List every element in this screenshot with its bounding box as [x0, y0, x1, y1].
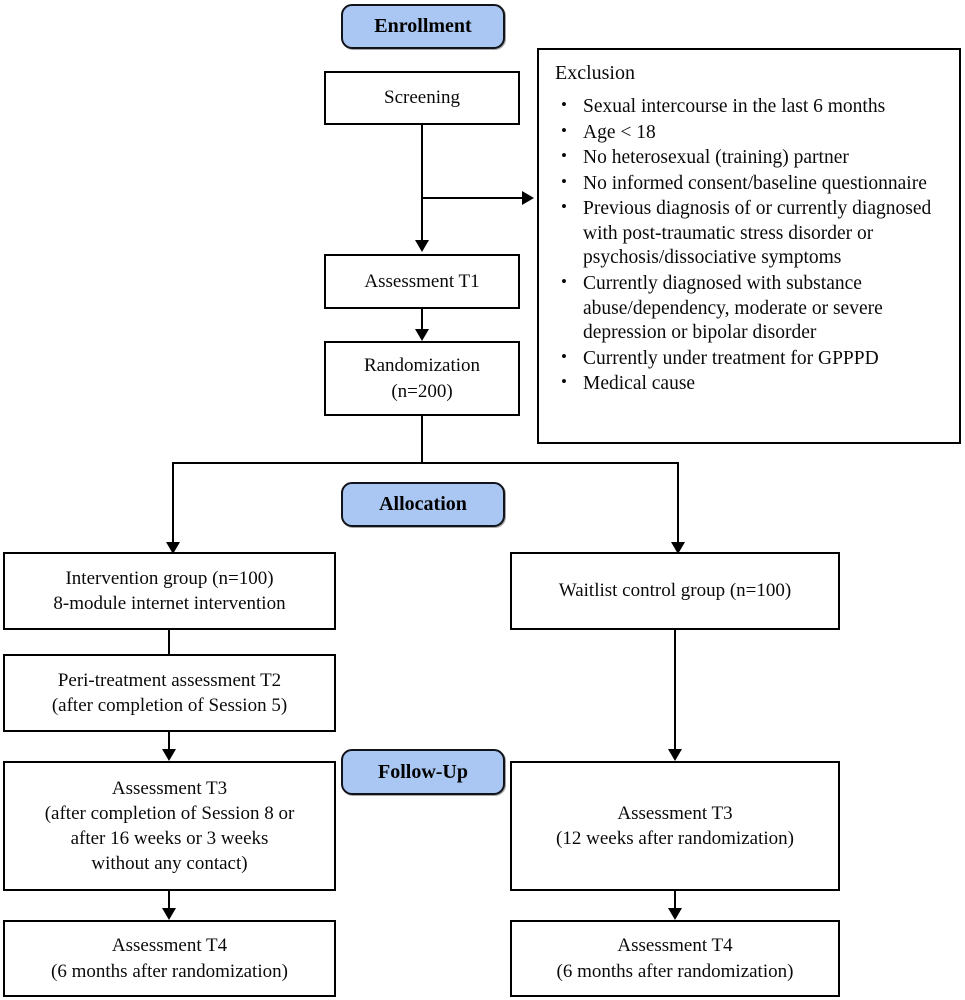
exclusion-item: Medical cause [555, 371, 945, 397]
connector-split-right-arrowhead [671, 542, 685, 554]
connector-int-t3-to-t4 [168, 891, 170, 910]
exclusion-item: No informed consent/baseline questionnai… [555, 171, 945, 197]
connector-ctrl-t3-to-t4 [674, 891, 676, 910]
node-randomization-count: (n=200) [391, 380, 453, 402]
stage-badge-enrollment-label: Enrollment [374, 15, 472, 37]
connector-split-left-arrowhead [166, 542, 180, 554]
exclusion-item: No heterosexual (training) partner [555, 145, 945, 171]
node-intervention-assessment-t4-label: Assessment T4 [111, 935, 228, 957]
connector-t1-to-randomization [421, 309, 423, 331]
node-assessment-t1: Assessment T1 [324, 254, 520, 309]
node-control-assessment-t4-label: Assessment T4 [617, 935, 733, 957]
node-control-assessment-t4: Assessment T4 (6 months after randomizat… [510, 920, 840, 997]
connector-intervention-to-peri [168, 630, 170, 655]
connector-waitlist-to-t3-arrowhead [668, 749, 682, 761]
connector-randomization-down [421, 416, 423, 463]
exclusion-item: Currently under treatment for GPPPD [555, 346, 945, 372]
node-waitlist-group: Waitlist control group (n=100) [510, 552, 840, 630]
exclusion-item: Currently diagnosed with substance abuse… [555, 271, 945, 346]
node-screening: Screening [324, 71, 520, 125]
connector-split-left-down [172, 462, 174, 544]
connector-ctrl-t3-to-t4-arrowhead [668, 908, 682, 920]
node-control-assessment-t3: Assessment T3 (12 weeks after randomizat… [510, 761, 840, 891]
stage-badge-enrollment: Enrollment [341, 4, 505, 49]
node-peri-treatment-t2-detail: (after completion of Session 5) [51, 695, 288, 716]
connector-int-t3-to-t4-arrowhead [162, 908, 176, 920]
exclusion-item: Sexual intercourse in the last 6 months [555, 94, 945, 120]
connector-allocation-split [172, 462, 679, 464]
node-intervention-assessment-t3-detail-1: (after completion of Session 8 or [44, 802, 295, 824]
connector-t1-to-randomization-arrowhead [415, 329, 429, 341]
connector-screening-to-exclusion [421, 197, 524, 199]
connector-peri-to-t3-arrowhead [162, 749, 176, 761]
stage-badge-followup-label: Follow-Up [378, 760, 468, 783]
node-intervention-group-label: Intervention group (n=100) [65, 567, 274, 589]
connector-split-right-down [677, 462, 679, 544]
node-control-assessment-t3-label: Assessment T3 [617, 802, 733, 824]
node-intervention-assessment-t3-detail-2: after 16 weeks or 3 weeks [70, 828, 269, 849]
exclusion-item: Previous diagnosis of or currently diagn… [555, 196, 945, 271]
node-peri-treatment-t2: Peri-treatment assessment T2 (after comp… [3, 654, 336, 732]
connector-screening-to-t1 [421, 125, 423, 242]
connector-peri-to-t3 [168, 732, 170, 751]
node-assessment-t1-label: Assessment T1 [364, 270, 480, 292]
node-screening-label: Screening [384, 87, 460, 109]
node-control-assessment-t4-detail: (6 months after randomization) [556, 960, 794, 982]
exclusion-title: Exclusion [555, 62, 635, 84]
node-waitlist-group-label: Waitlist control group (n=100) [558, 580, 792, 602]
connector-waitlist-to-t3 [674, 630, 676, 751]
node-randomization: Randomization (n=200) [324, 341, 520, 416]
node-intervention-assessment-t4: Assessment T4 (6 months after randomizat… [3, 920, 336, 997]
stage-badge-allocation-label: Allocation [379, 493, 467, 515]
exclusion-item: Age < 18 [555, 120, 945, 146]
node-intervention-assessment-t3: Assessment T3 (after completion of Sessi… [3, 761, 336, 891]
node-exclusion-panel: Exclusion Sexual intercourse in the last… [537, 48, 961, 444]
node-intervention-group: Intervention group (n=100) 8-module inte… [3, 552, 336, 630]
node-intervention-assessment-t4-detail: (6 months after randomization) [51, 960, 288, 982]
connector-screening-to-t1-arrowhead [415, 240, 429, 252]
node-intervention-assessment-t3-label: Assessment T3 [111, 777, 228, 799]
node-randomization-label: Randomization [363, 355, 481, 377]
node-control-assessment-t3-detail: (12 weeks after randomization) [556, 828, 794, 849]
connector-screening-to-exclusion-arrowhead [522, 191, 534, 205]
node-peri-treatment-t2-label: Peri-treatment assessment T2 [57, 669, 282, 691]
node-intervention-group-detail: 8-module internet intervention [53, 593, 286, 614]
stage-badge-allocation: Allocation [341, 482, 505, 527]
exclusion-list: Sexual intercourse in the last 6 months … [555, 94, 945, 397]
node-intervention-assessment-t3-detail-3: without any contact) [91, 853, 248, 875]
stage-badge-followup: Follow-Up [341, 749, 505, 795]
